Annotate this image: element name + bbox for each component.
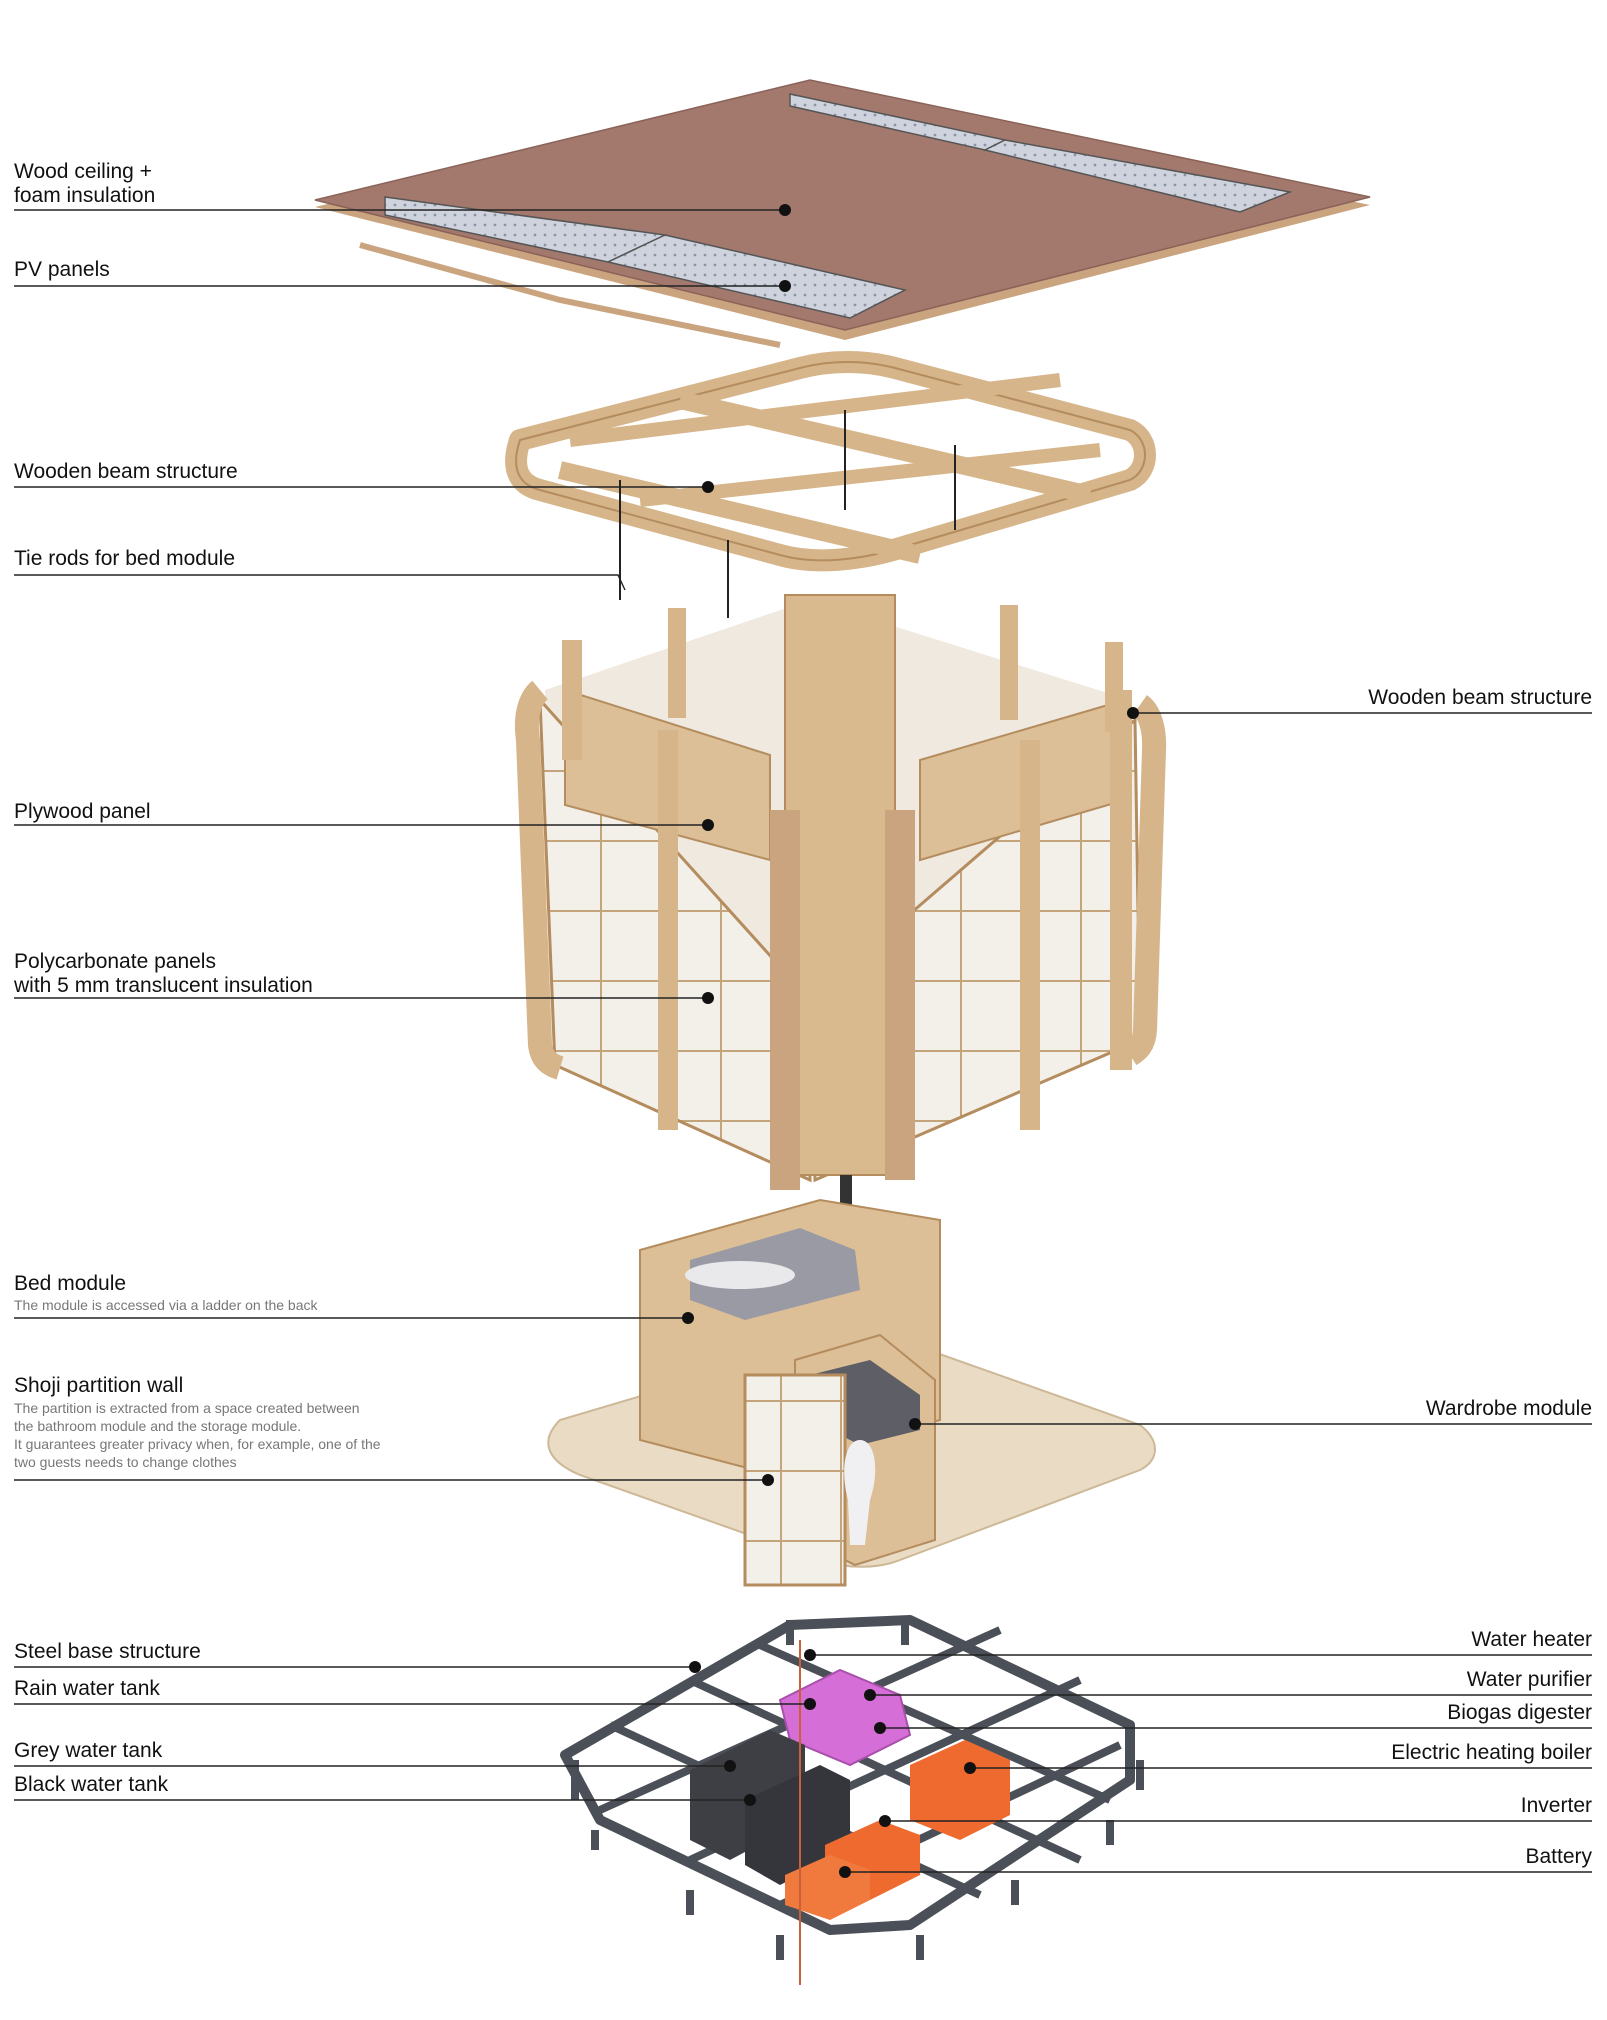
roof-layer xyxy=(314,79,1371,348)
label-polycarbonate: Polycarbonate panels with 5 mm transluce… xyxy=(14,950,313,997)
label-inverter: Inverter xyxy=(1520,1794,1592,1817)
leader-dot-beam-top xyxy=(702,481,714,493)
label-bed-module: Bed module xyxy=(14,1272,127,1295)
black-water-tank-unit xyxy=(745,1765,850,1885)
label-beam-top: Wooden beam structure xyxy=(14,460,238,483)
leader-dot-polycarbonate xyxy=(702,992,714,1004)
beam-frame xyxy=(505,351,1156,618)
label-black-tank: Black water tank xyxy=(14,1773,169,1796)
floor-modules xyxy=(547,1175,1156,1587)
leader-dot-wood-ceiling xyxy=(779,204,791,216)
label-beam-right: Wooden beam structure xyxy=(1368,686,1592,709)
leader-dot-biogas xyxy=(874,1722,886,1734)
wall-enclosure xyxy=(514,594,1167,1190)
label-water-heater: Water heater xyxy=(1471,1628,1592,1651)
leader-dot-wardrobe xyxy=(909,1418,921,1430)
leader-dot-beam-right xyxy=(1127,707,1139,719)
label-pv-panels: PV panels xyxy=(14,258,110,281)
leader-dot-boiler xyxy=(964,1762,976,1774)
label-steel-base: Steel base structure xyxy=(14,1640,201,1663)
label-biogas: Biogas digester xyxy=(1447,1701,1592,1724)
leader-dot-inverter xyxy=(879,1815,891,1827)
label-plywood: Plywood panel xyxy=(14,800,151,823)
leader-dot-water-purifier xyxy=(864,1689,876,1701)
leader-dot-pv-panels xyxy=(779,280,791,292)
label-rain-tank: Rain water tank xyxy=(14,1677,160,1700)
label-grey-tank: Grey water tank xyxy=(14,1739,163,1762)
note-bed-module: The module is accessed via a ladder on t… xyxy=(14,1297,318,1313)
label-wood-ceiling: Wood ceiling + foam insulation xyxy=(14,160,156,207)
pv-panel xyxy=(384,93,1293,319)
label-shoji: Shoji partition wall xyxy=(14,1374,184,1397)
leader-dot-black-tank xyxy=(744,1794,756,1806)
leader-dot-plywood xyxy=(702,819,714,831)
core-column xyxy=(784,594,896,1176)
leader-lines xyxy=(14,209,1592,1873)
leader-dot-shoji xyxy=(762,1474,774,1486)
note-shoji: The partition is extracted from a space … xyxy=(14,1400,381,1470)
steel-base xyxy=(560,1615,1144,1985)
leader-dot-grey-tank xyxy=(724,1760,736,1772)
label-tie-rods: Tie rods for bed module xyxy=(14,547,236,570)
label-wardrobe: Wardrobe module xyxy=(1425,1397,1592,1420)
leader-dot-water-heater xyxy=(804,1649,816,1661)
label-battery: Battery xyxy=(1525,1845,1592,1868)
label-boiler: Electric heating boiler xyxy=(1391,1741,1592,1764)
leader-dot-bed-module xyxy=(682,1312,694,1324)
electric-boiler-unit xyxy=(910,1740,1010,1840)
leader-dot-battery xyxy=(839,1866,851,1878)
leader-dot-steel-base xyxy=(689,1661,701,1673)
label-water-purifier: Water purifier xyxy=(1466,1668,1592,1691)
roof-underside-battens xyxy=(359,242,781,348)
leader-dot-rain-tank xyxy=(804,1698,816,1710)
